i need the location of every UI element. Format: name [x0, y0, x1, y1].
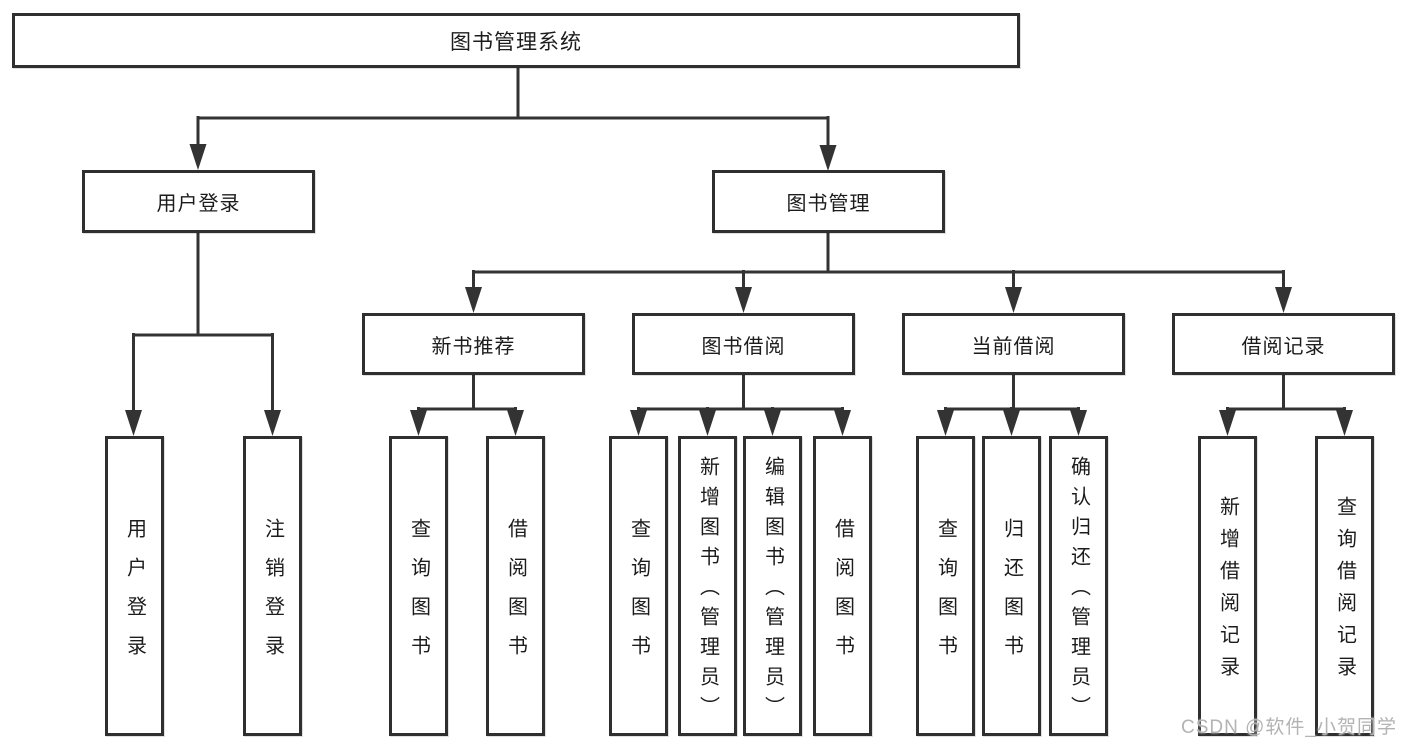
node-label: 新增图书（管理员） [696, 456, 719, 726]
node-label: 确认归还（管理员） [1067, 456, 1090, 726]
node-label: 新增借阅记录 [1216, 496, 1239, 688]
watermark: CSDN @软件_小贺同学 [1181, 717, 1397, 738]
leaf-query-books-borrow: 查询图书 [609, 436, 668, 736]
leaf-edit-book-admin: 编辑图书（管理员） [743, 436, 802, 736]
node-book-borrow: 图书借阅 [632, 313, 855, 375]
node-borrow-records: 借阅记录 [1172, 313, 1395, 375]
arrowheads [125, 144, 1353, 436]
node-root: 图书管理系统 [12, 13, 1020, 68]
node-label: 用户登录 [156, 193, 241, 215]
node-label: 借阅图书 [504, 517, 527, 674]
node-user-login: 用户登录 [82, 170, 315, 233]
node-book-management: 图书管理 [712, 170, 945, 233]
leaf-borrow-books-recommend: 借阅图书 [486, 436, 545, 736]
node-label: 查询图书 [627, 517, 650, 674]
node-label: 查询图书 [934, 517, 957, 674]
leaf-return-books: 归还图书 [982, 436, 1041, 736]
leaf-confirm-return-admin: 确认归还（管理员） [1049, 436, 1108, 736]
node-label: 用户登录 [123, 517, 146, 674]
node-label: 查询借阅记录 [1333, 496, 1356, 688]
leaf-add-book-admin: 新增图书（管理员） [678, 436, 737, 736]
node-label: 当前借阅 [971, 335, 1056, 358]
node-label: 图书借阅 [701, 335, 786, 358]
leaf-borrow-books: 借阅图书 [813, 436, 872, 736]
node-label: 注销登录 [261, 517, 284, 674]
node-label: 借阅图书 [831, 517, 854, 674]
leaf-logout: 注销登录 [243, 436, 302, 736]
leaf-add-borrow-record: 新增借阅记录 [1198, 436, 1257, 736]
node-label: 查询图书 [407, 517, 430, 674]
node-label: 新书推荐 [431, 335, 516, 358]
leaf-query-borrow-record: 查询借阅记录 [1315, 436, 1374, 736]
node-label: 图书管理系统 [450, 30, 582, 54]
leaf-query-books-recommend: 查询图书 [389, 436, 448, 736]
node-label: 归还图书 [1000, 517, 1023, 674]
node-label: 编辑图书（管理员） [761, 456, 784, 726]
node-label: 图书管理 [786, 193, 871, 215]
node-current-borrow: 当前借阅 [902, 313, 1125, 375]
node-new-book-recommend: 新书推荐 [362, 313, 585, 375]
leaf-query-books-current: 查询图书 [916, 436, 975, 736]
node-label: 借阅记录 [1241, 335, 1326, 358]
leaf-user-login: 用户登录 [105, 436, 164, 736]
